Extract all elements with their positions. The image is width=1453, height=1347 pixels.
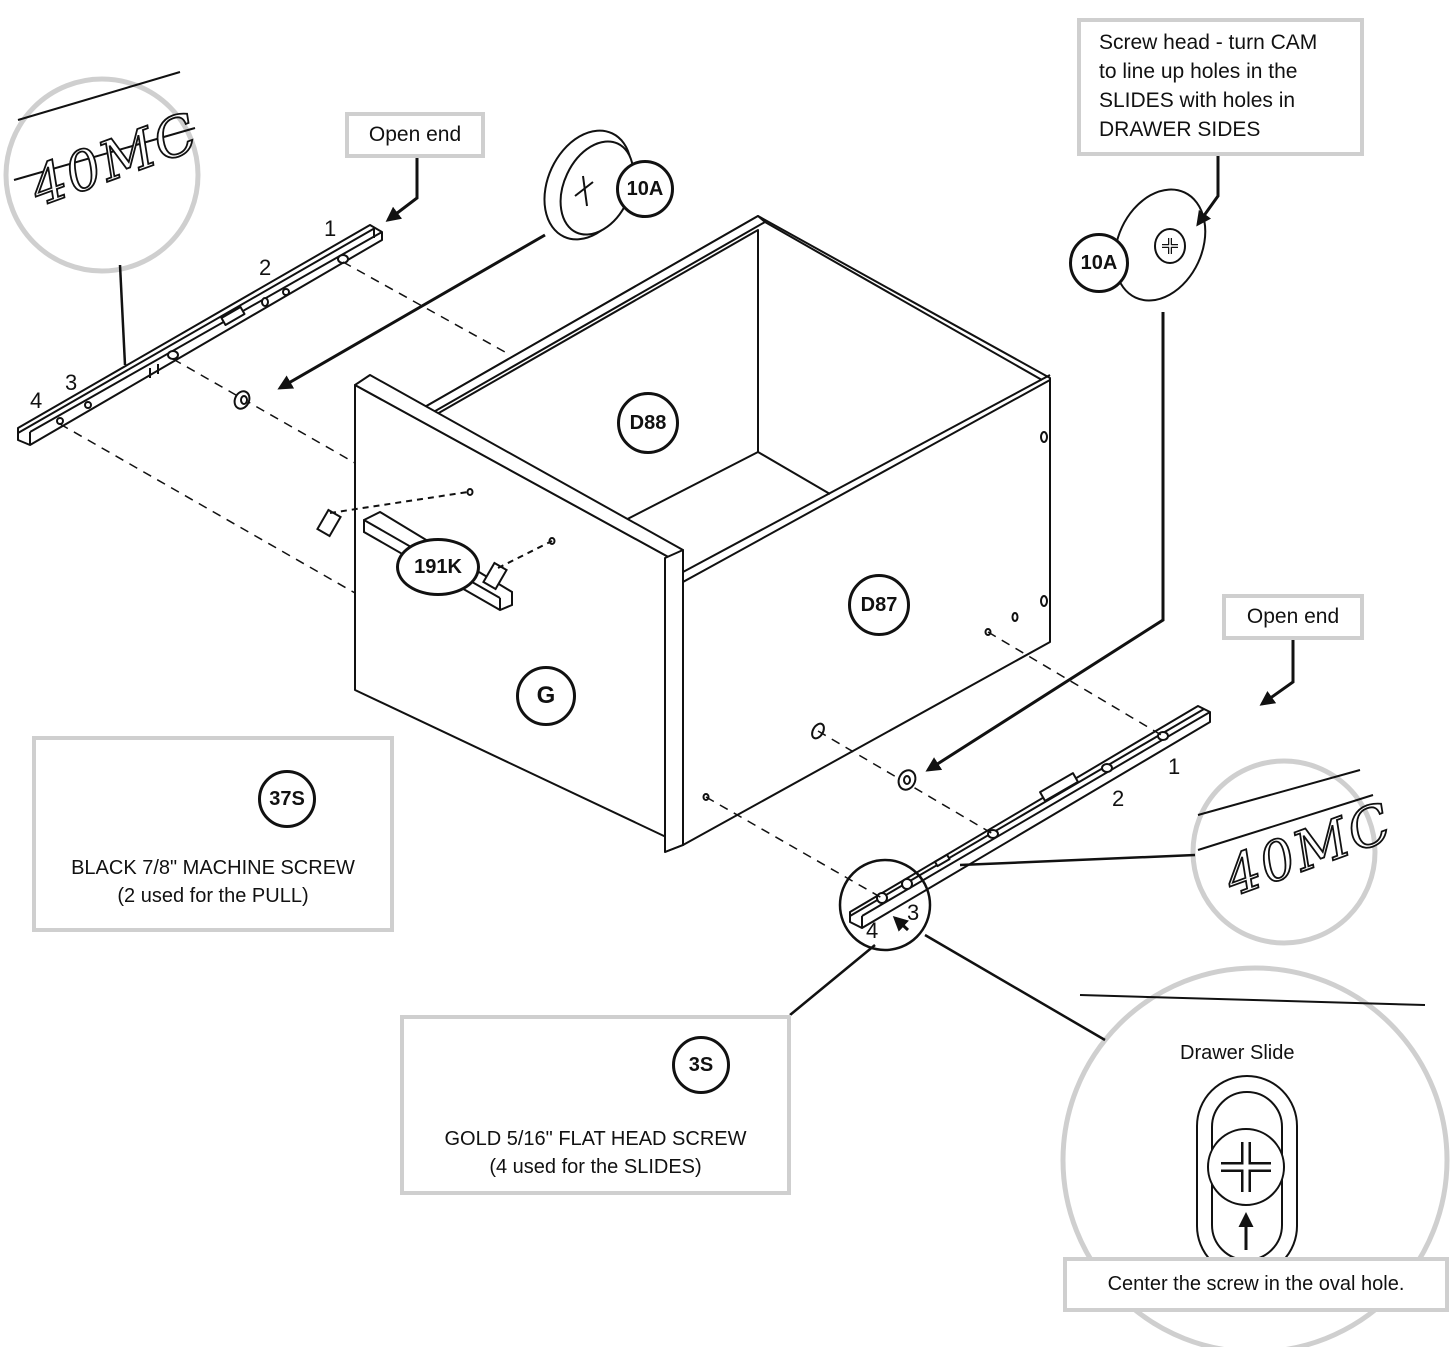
part-badge-10a-right: 10A [1069,233,1129,293]
cam-small-left [233,390,251,410]
open-end-label: Open end [368,123,462,146]
part-badge-191k: 191K [396,538,480,596]
slide-number: 4 [30,388,43,413]
cam-top [543,129,635,241]
slide-end-magnifier [838,858,932,952]
slide-number: 1 [1168,754,1181,779]
part-badge-d88: D88 [617,392,679,454]
slide-number: 2 [1112,786,1125,811]
arrows [277,155,1295,772]
open-end-callout-left: Open end [345,112,485,158]
slide-number: 3 [907,900,920,925]
center-screw-callout: Center the screw in the oval hole. [1063,1257,1449,1312]
drawer-box [354,215,1051,853]
slide-number: 2 [259,255,272,280]
slide-number: 3 [65,370,78,395]
note-line: SLIDES with holes in [1099,89,1296,112]
open-end-label: Open end [1246,605,1340,628]
machine-screw-name: BLACK 7/8" MACHINE SCREW [71,857,355,879]
note-line: Screw head - turn CAM [1099,31,1318,54]
oval-hole-detail [1196,1075,1298,1277]
note-line: to line up holes in the [1099,60,1298,83]
note-line: DRAWER SIDES [1099,118,1261,141]
center-screw-text: Center the screw in the oval hole. [1107,1273,1405,1295]
slide-number: 1 [324,216,337,241]
part-badge-g: G [516,666,576,726]
machine-screw-usage: (2 used for the PULL) [117,885,309,907]
drawer-slide-label: Drawer Slide [1180,1042,1295,1064]
cam-small-right [897,769,917,791]
part-badge-d87: D87 [848,574,910,636]
open-end-callout-right: Open end [1222,594,1364,640]
flat-screw-usage: (4 used for the SLIDES) [489,1156,702,1178]
part-badge-37s: 37S [258,770,316,828]
leader-lines [118,264,1196,1042]
screw-head-note: Screw head - turn CAM to line up holes i… [1077,18,1364,156]
part-badge-3s: 3S [672,1036,730,1094]
machine-screw-box: BLACK 7/8" MACHINE SCREW (2 used for the… [32,736,394,932]
cam-right [1113,188,1207,302]
flat-screw-box: GOLD 5/16" FLAT HEAD SCREW (4 used for t… [400,1015,791,1195]
flat-screw-name: GOLD 5/16" FLAT HEAD SCREW [444,1128,747,1150]
right-drawer-slide [849,705,1211,929]
slide-number: 4 [866,918,879,943]
part-badge-10a-top: 10A [616,160,674,218]
left-drawer-slide [17,224,383,446]
